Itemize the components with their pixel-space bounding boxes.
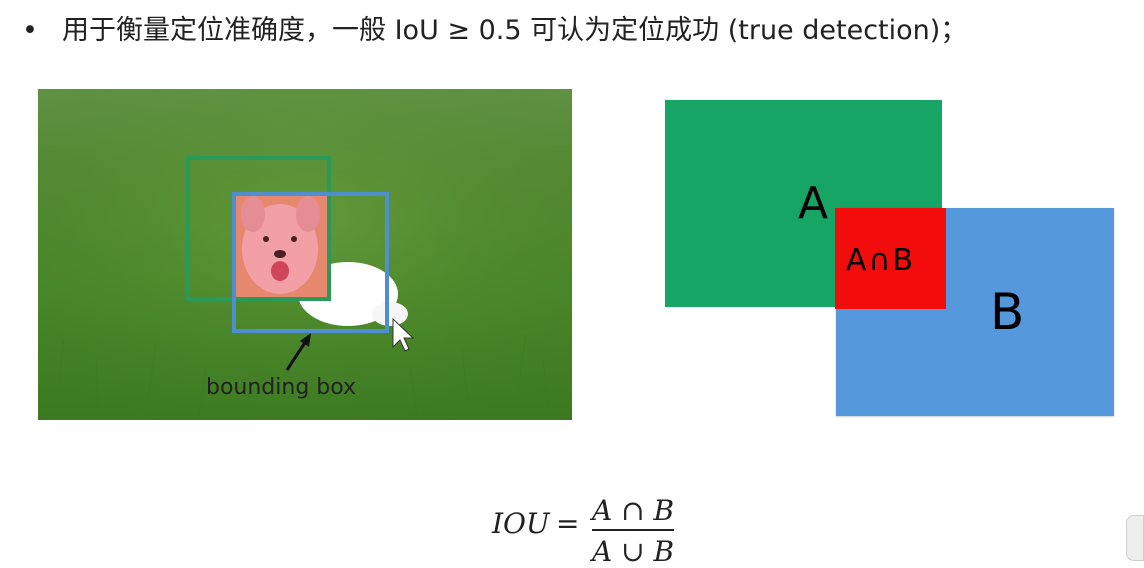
bullet-dot: • <box>22 15 38 46</box>
formula-fraction: A ∩ B A ∪ B <box>592 494 674 568</box>
puppy-photo <box>38 89 572 420</box>
side-scroll-tab[interactable] <box>1126 515 1144 561</box>
mouse-cursor-icon <box>392 317 415 352</box>
fraction-bar <box>592 529 674 531</box>
photo-drawing <box>38 89 572 420</box>
bullet-text: • 用于衡量定位准确度，一般 IoU ≥ 0.5 可认为定位成功 (true de… <box>22 8 967 47</box>
arrow-line <box>285 340 308 371</box>
ground-truth-box <box>186 156 331 301</box>
formula-equals: = <box>556 507 580 540</box>
label-b: B <box>990 283 1025 341</box>
arrow-head <box>300 333 311 347</box>
grass-texture <box>57 333 549 420</box>
label-a: A <box>798 178 829 229</box>
formula-numerator: A ∩ B <box>592 494 675 527</box>
bullet-line-text: 用于衡量定位准确度，一般 IoU ≥ 0.5 可认为定位成功 (true det… <box>62 15 968 46</box>
predicted-box <box>232 192 389 333</box>
bounding-box-label: bounding box <box>206 375 357 400</box>
label-intersection: A∩B <box>846 243 916 278</box>
formula-denominator: A ∪ B <box>592 535 675 568</box>
rect-intersection <box>835 208 946 309</box>
formula-lhs: IOU <box>492 507 550 540</box>
